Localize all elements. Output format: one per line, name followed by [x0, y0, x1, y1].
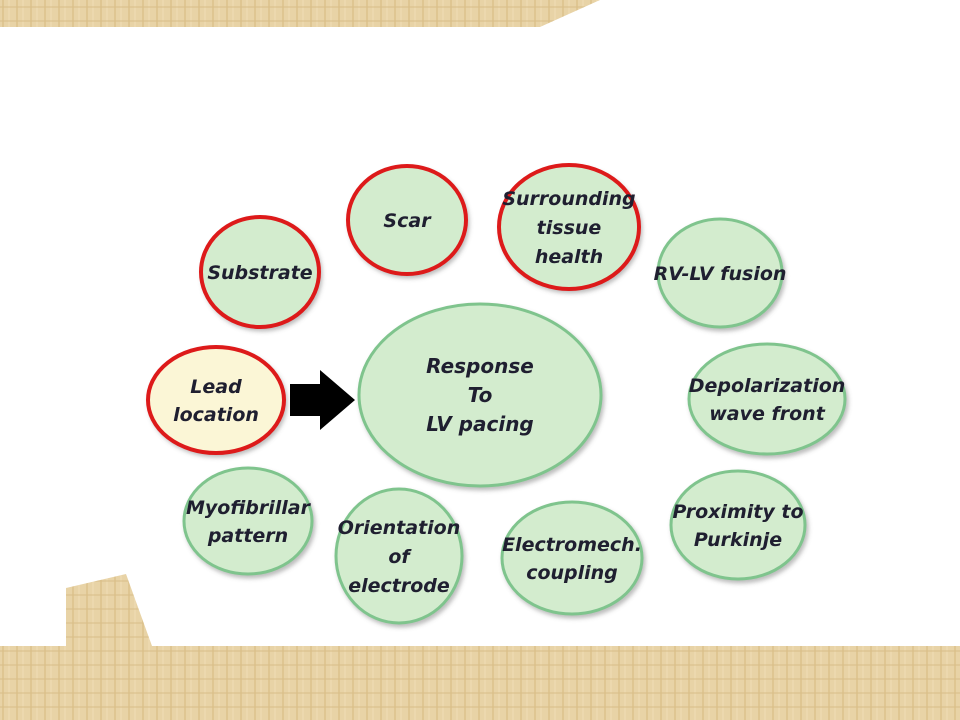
node-label: Proximity to [672, 501, 803, 523]
node-rv-lv-fusion: RV-LV fusion [654, 217, 787, 329]
highlight-ring [146, 345, 286, 455]
highlight-ring [346, 164, 468, 276]
node-label: To [468, 383, 493, 407]
node-label: health [535, 246, 603, 268]
node-label: Scar [383, 210, 432, 232]
node-label: LV pacing [426, 412, 534, 436]
node-bubble [669, 469, 807, 581]
node-bubble [656, 217, 784, 329]
node-substrate: Substrate [199, 215, 321, 329]
node-label: Myofibrillar [186, 497, 312, 519]
node-bubble [334, 487, 464, 625]
node-label: tissue [537, 217, 602, 239]
node-label: location [173, 404, 259, 426]
node-proximity-to-purkinje: Proximity to Purkinje [669, 469, 807, 581]
node-bubble [687, 342, 847, 456]
node-label: Electromech. [502, 534, 642, 556]
node-label: Surrounding [502, 188, 635, 210]
node-label: Substrate [207, 262, 312, 284]
highlight-ring [497, 163, 641, 291]
node-bubble [357, 302, 603, 488]
node-bubble [500, 500, 644, 616]
node-surrounding-tissue-health: Surrounding tissue health [497, 163, 641, 291]
node-label: pattern [207, 525, 288, 547]
node-label: wave front [709, 403, 825, 425]
node-orientation-of-electrode: Orientation of electrode [334, 487, 464, 625]
node-myofibrillar-pattern: Myofibrillar pattern [182, 466, 314, 576]
right-arrow-icon [290, 370, 355, 430]
node-label: of [388, 546, 412, 568]
node-electromech-coupling: Electromech. coupling [500, 500, 644, 616]
node-bubble [182, 466, 314, 576]
node-depolarization-wave-front: Depolarization wave front [687, 342, 847, 456]
node-label: Purkinje [694, 529, 782, 551]
node-label: Depolarization [689, 375, 846, 397]
node-label: RV-LV fusion [654, 263, 787, 285]
node-label: coupling [526, 562, 618, 584]
node-lead-location: Lead location [146, 345, 286, 455]
node-label: electrode [348, 575, 450, 597]
node-label: Orientation [338, 517, 461, 539]
node-label: Lead [190, 376, 242, 398]
node-scar: Scar [346, 164, 468, 276]
highlight-ring [199, 215, 321, 329]
node-label: Response [426, 354, 534, 378]
